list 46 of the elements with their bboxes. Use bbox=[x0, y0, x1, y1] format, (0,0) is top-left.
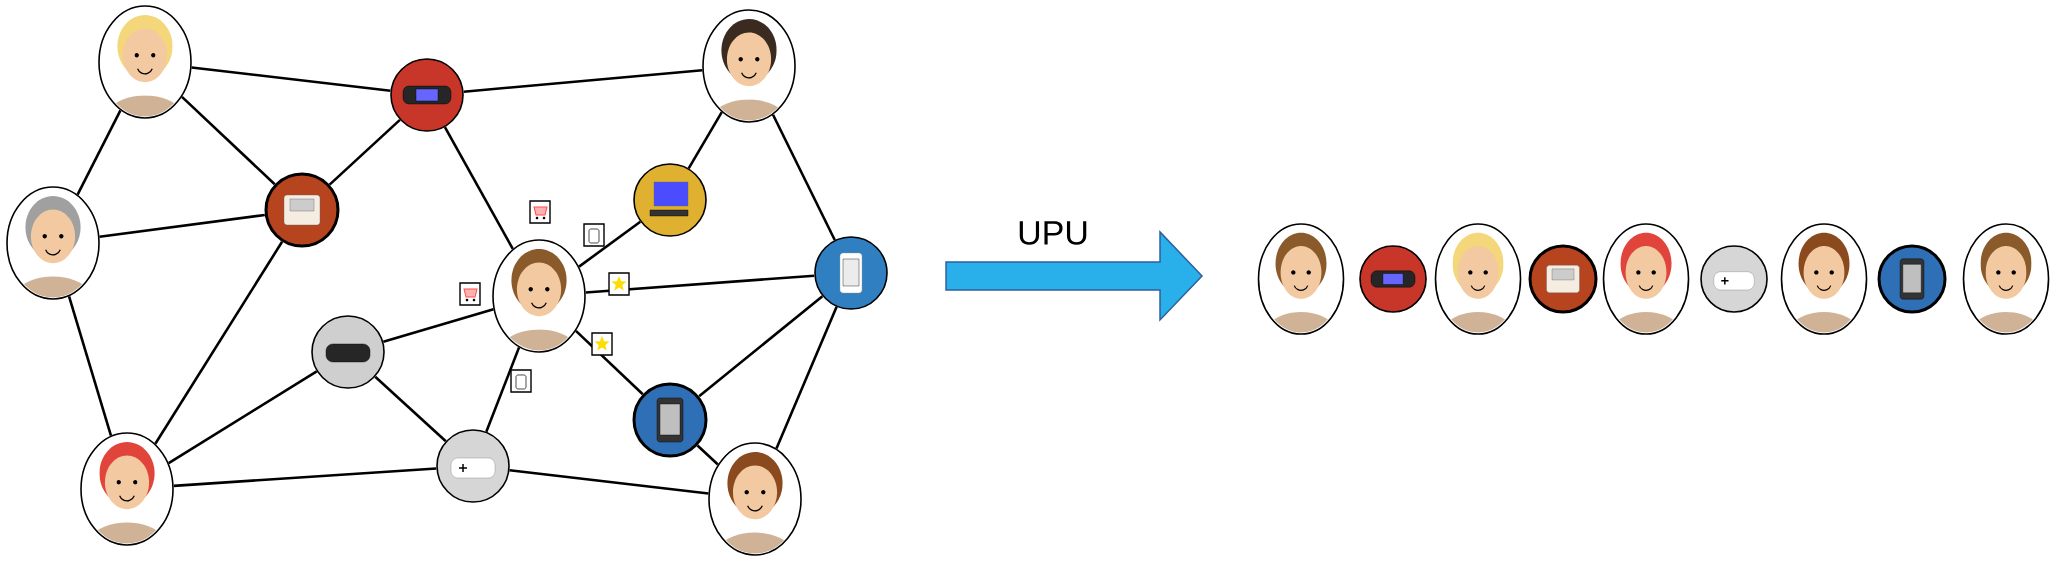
handheld-console-icon bbox=[390, 58, 464, 132]
avatar-drawing bbox=[702, 9, 796, 123]
connector-line bbox=[485, 346, 521, 433]
avatar-drawing bbox=[1434, 223, 1522, 335]
computer-icon bbox=[633, 163, 707, 237]
arrow-label: UPU bbox=[1019, 221, 1087, 245]
connector-line bbox=[578, 220, 642, 268]
connector-line bbox=[168, 370, 318, 465]
connector-line bbox=[463, 68, 703, 93]
avatar-drawing bbox=[708, 442, 802, 556]
avatar-drawing bbox=[6, 186, 100, 300]
connector-line bbox=[771, 114, 836, 241]
connector-line bbox=[509, 469, 709, 495]
connector-line bbox=[775, 306, 838, 450]
connector-line bbox=[585, 274, 815, 294]
connector-line bbox=[696, 444, 719, 466]
connector-line bbox=[328, 118, 401, 186]
avatar-drawing bbox=[1962, 223, 2050, 335]
avatar-drawing bbox=[80, 432, 174, 546]
gamepad-icon bbox=[311, 315, 385, 389]
phone-icon bbox=[814, 236, 888, 310]
connector-line bbox=[76, 109, 122, 196]
connector-line bbox=[99, 213, 265, 239]
controller-icon bbox=[1700, 245, 1768, 313]
connector-line bbox=[67, 295, 113, 436]
connector-line bbox=[191, 66, 391, 92]
avatar-drawing bbox=[492, 239, 586, 353]
connector-line bbox=[443, 126, 514, 250]
controller-icon bbox=[436, 429, 510, 503]
avatar-drawing bbox=[1780, 223, 1868, 335]
connector-line bbox=[698, 295, 824, 398]
avatar-drawing bbox=[1257, 223, 1345, 335]
game-console-icon bbox=[1528, 244, 1598, 314]
connector-line bbox=[687, 111, 723, 169]
connector-line bbox=[181, 95, 276, 186]
handheld-console-icon bbox=[1359, 245, 1427, 313]
connector-line bbox=[374, 375, 447, 443]
game-console-icon bbox=[264, 172, 340, 248]
smartphone-icon bbox=[632, 382, 708, 458]
connector-line bbox=[173, 467, 437, 488]
avatar-drawing bbox=[1602, 223, 1690, 335]
smartphone-icon bbox=[1877, 244, 1947, 314]
connector-line bbox=[154, 241, 284, 445]
connector-line bbox=[575, 330, 644, 396]
connector-line bbox=[382, 308, 494, 343]
avatar-drawing bbox=[98, 5, 192, 119]
